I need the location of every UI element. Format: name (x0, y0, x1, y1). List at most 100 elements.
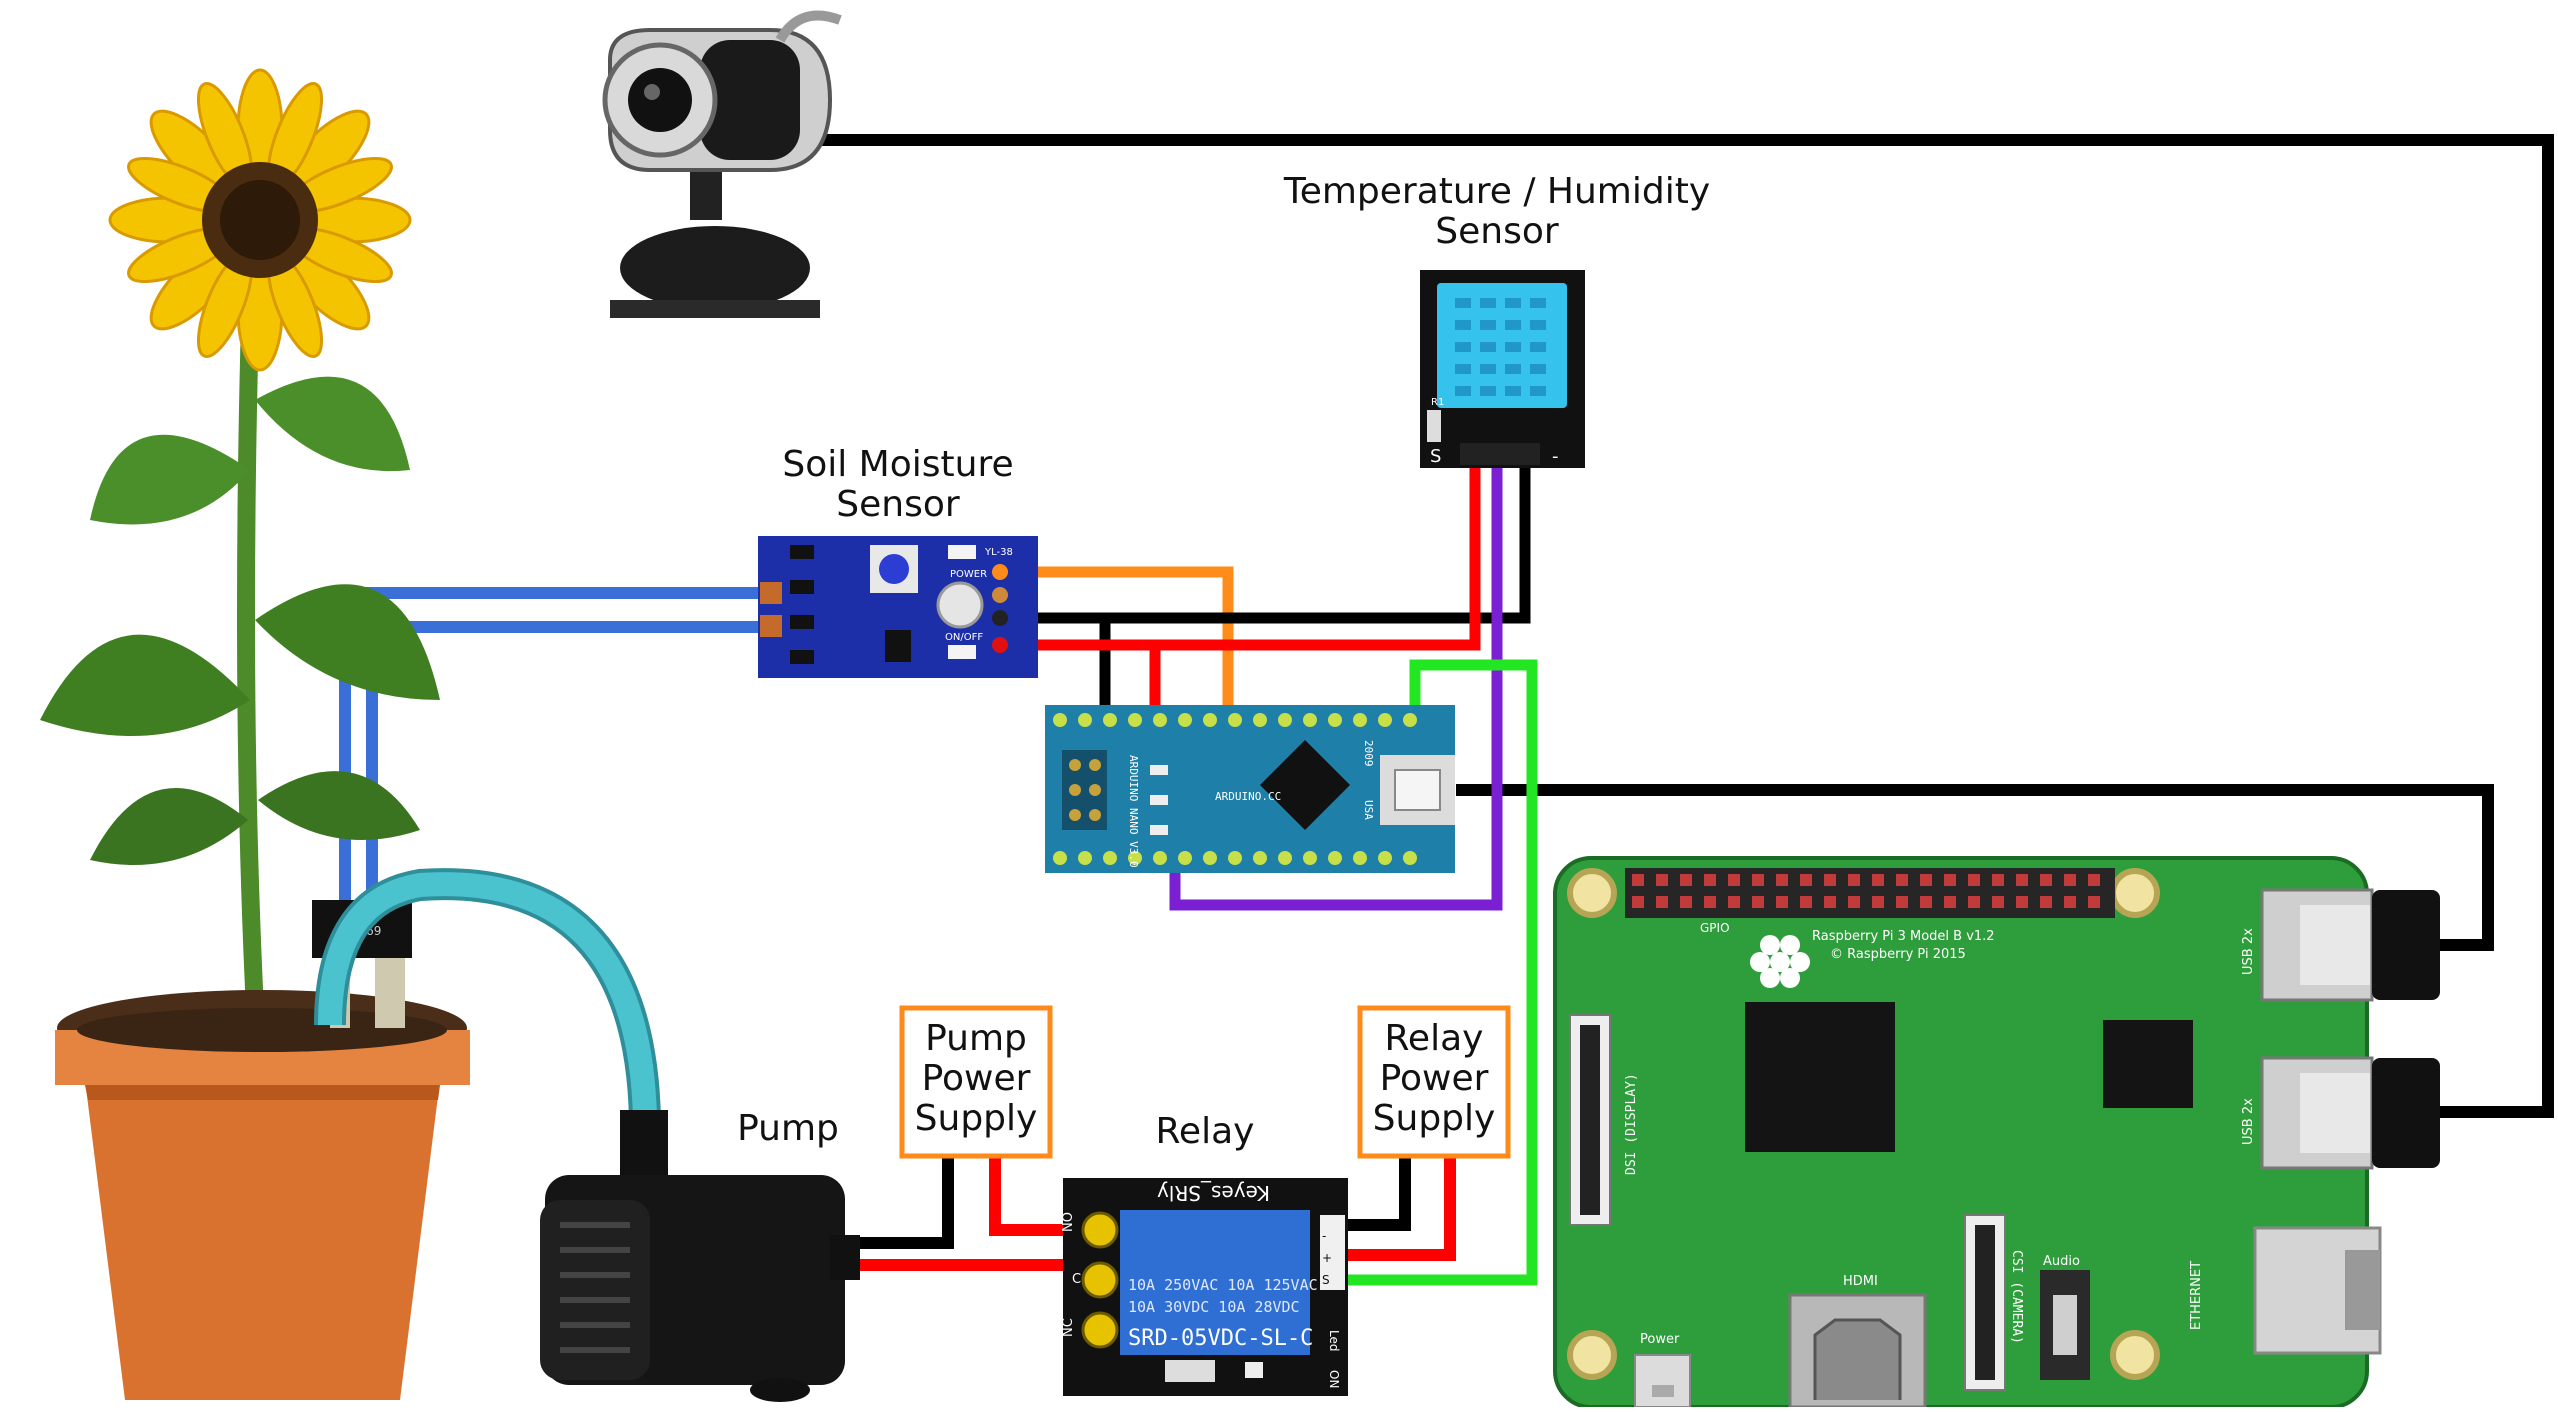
gpio-pin (1632, 896, 1644, 908)
flower-pot (55, 990, 470, 1400)
svg-text:S: S (1430, 446, 1441, 467)
relay-label: Relay (1156, 1111, 1255, 1152)
svg-text:Audio: Audio (2043, 1254, 2080, 1269)
svg-text:GPIO: GPIO (1700, 921, 1730, 935)
gpio-pin (2040, 874, 2052, 886)
pin (1153, 713, 1167, 727)
pump-ps-red (989, 1154, 1074, 1236)
svg-text:R1: R1 (1431, 397, 1444, 408)
svg-text:10A 30VDC 10A 28VDC: 10A 30VDC 10A 28VDC (1128, 1298, 1300, 1316)
svg-text:© Raspberry Pi 2015: © Raspberry Pi 2015 (1830, 947, 1966, 962)
svg-text:CSI (CAMERA): CSI (CAMERA) (2009, 1250, 2024, 1344)
gpio-pin (1800, 874, 1812, 886)
gpio-pin (1728, 896, 1740, 908)
pump (540, 1110, 860, 1402)
gpio-pin (1896, 896, 1908, 908)
pin (1078, 851, 1092, 865)
pin (1128, 851, 1142, 865)
gpio-pin (1656, 896, 1668, 908)
svg-text:Relay: Relay (1385, 1018, 1484, 1059)
gpio-pin (1752, 874, 1764, 886)
gpio-pin (1632, 874, 1644, 886)
relay-ps-black (1329, 1154, 1411, 1231)
gpio-pin (1896, 874, 1908, 886)
gpio-pin (1968, 896, 1980, 908)
svg-text:Power: Power (1640, 1332, 1680, 1347)
gpio-pin (1848, 874, 1860, 886)
gpio-pin (1800, 896, 1812, 908)
svg-text:-: - (1552, 446, 1559, 467)
gpio-pin (1680, 874, 1692, 886)
arduino-usb-cable (1456, 784, 2494, 951)
svg-text:POWER: POWER (950, 569, 987, 580)
svg-text:C: C (1072, 1272, 1081, 1287)
arduino-nano: ARDUINO NANO V3.0 ARDUINO.CC 2009 USA (1045, 705, 1455, 873)
gpio-pin (1824, 896, 1836, 908)
raspberry-pi: GPIO Raspberry Pi 3 Model B v1.2 © Raspb… (1553, 856, 2440, 1409)
webcam-cable (799, 134, 2554, 1118)
gpio-pin (2064, 896, 2076, 908)
pin (1228, 851, 1242, 865)
pin (1303, 851, 1317, 865)
svg-text:2009: 2009 (1362, 740, 1375, 767)
pin (1353, 713, 1367, 727)
pin (1203, 851, 1217, 865)
pin (1203, 713, 1217, 727)
svg-text:ON/OFF: ON/OFF (945, 632, 983, 643)
gpio-pin (1824, 874, 1836, 886)
svg-text:Pump: Pump (925, 1018, 1027, 1059)
pin (1103, 851, 1117, 865)
pin (1178, 713, 1192, 727)
svg-text:Keyes_SRly: Keyes_SRly (1157, 1181, 1270, 1205)
gpio-pin (1728, 874, 1740, 886)
svg-text:NO: NO (1061, 1212, 1076, 1232)
pin (1253, 851, 1267, 865)
pin (1353, 851, 1367, 865)
pin (1153, 851, 1167, 865)
svg-text:Led: Led (1327, 1330, 1341, 1351)
pin (1128, 713, 1142, 727)
pump-power-supply-label: Pump Power Supply (899, 1005, 1053, 1159)
svg-text:S: S (1322, 1273, 1330, 1287)
relay-power-supply-label: Relay Power Supply (1357, 1005, 1511, 1159)
pin (1303, 713, 1317, 727)
gpio-pin (2088, 896, 2100, 908)
raspberry-logo-icon (1750, 935, 1810, 988)
pin (1378, 713, 1392, 727)
soil-sensor-label-2: Sensor (836, 484, 960, 525)
gpio-pin (1776, 896, 1788, 908)
dht-signal-wire (1169, 444, 1503, 911)
svg-text:+: + (1322, 1251, 1332, 1265)
svg-text:ARDUINO NANO V3.0: ARDUINO NANO V3.0 (1127, 755, 1140, 868)
pin (1053, 713, 1067, 727)
svg-text:Power: Power (1380, 1058, 1489, 1099)
svg-text:YL-38: YL-38 (984, 547, 1013, 558)
gpio-pin (1968, 874, 1980, 886)
webcam (602, 10, 842, 318)
gpio-pin (2016, 896, 2028, 908)
svg-text:USB 2x: USB 2x (2241, 1098, 2256, 1145)
pin (1328, 851, 1342, 865)
svg-text:Supply: Supply (915, 1098, 1038, 1139)
gpio-pin (2064, 874, 2076, 886)
gpio-pin (1848, 896, 1860, 908)
svg-text:ARDUINO.CC: ARDUINO.CC (1215, 790, 1281, 803)
svg-text:USB 2x: USB 2x (2241, 928, 2256, 975)
soil-gnd-wire (989, 444, 1531, 624)
temp-sensor-label-2: Sensor (1435, 211, 1559, 252)
pin (1053, 851, 1067, 865)
gpio-pin (1656, 874, 1668, 886)
pin (1403, 713, 1417, 727)
svg-text:-: - (1322, 1229, 1326, 1243)
pin (1278, 851, 1292, 865)
pin (1228, 713, 1242, 727)
svg-text:Raspberry Pi 3 Model B v1.2: Raspberry Pi 3 Model B v1.2 (1812, 929, 1995, 944)
svg-text:ETHERNET: ETHERNET (2189, 1261, 2204, 1330)
svg-text:HDMI: HDMI (1843, 1274, 1878, 1289)
dht-sensor: R1 S - (1420, 270, 1585, 468)
svg-text:SRD-05VDC-SL-C: SRD-05VDC-SL-C (1128, 1326, 1313, 1351)
pin (1378, 851, 1392, 865)
pin (1403, 851, 1417, 865)
svg-text:USA: USA (1362, 800, 1375, 820)
